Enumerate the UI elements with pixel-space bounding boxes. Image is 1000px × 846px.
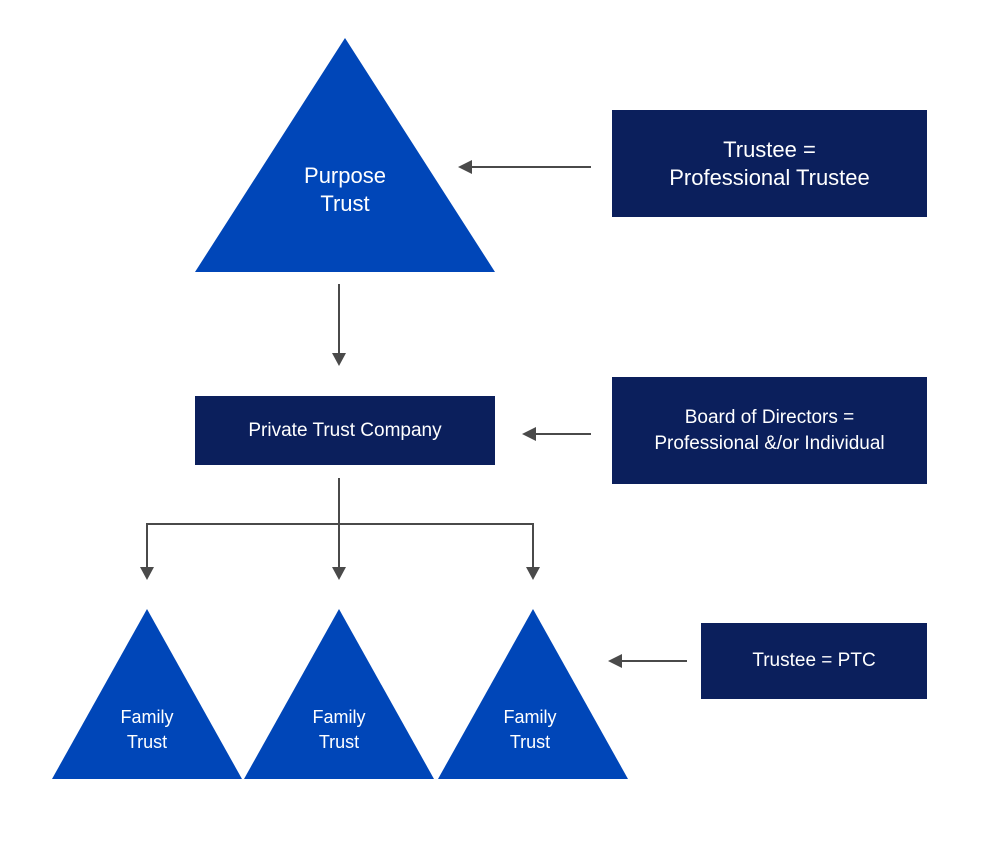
purpose-trust-label: Purpose Trust (265, 158, 425, 222)
family-trustee-box: Trustee = PTC (701, 623, 927, 699)
private-trust-company-label: Private Trust Company (248, 419, 442, 441)
family-trust-triangle-2 (244, 609, 434, 779)
arrowhead-down-3 (332, 567, 346, 580)
family-trust-triangle-1 (52, 609, 242, 779)
family-trust-1-line2: Trust (126, 732, 168, 752)
family-trust-2-line1: Family (312, 707, 366, 727)
private-trust-company-box: Private Trust Company (195, 396, 495, 465)
purpose-trust-triangle (195, 38, 495, 272)
arrowhead-left-1 (458, 160, 472, 174)
board-of-directors-box: Board of Directors = Professional &/or I… (612, 377, 927, 484)
family-trust-triangle-3 (438, 609, 628, 779)
family-trust-1-line1: Family (120, 707, 174, 727)
connector-branch (146, 523, 534, 568)
arrowhead-left-2 (522, 427, 536, 441)
arrowhead-down-1 (332, 353, 346, 366)
purpose-trust-label-line1: Purpose (304, 163, 386, 188)
family-trust-label-2: Family Trust (289, 703, 389, 757)
purpose-trustee-line1: Trustee = (723, 136, 816, 162)
board-line1: Board of Directors = (684, 406, 855, 428)
purpose-trustee-line2: Professional Trustee (669, 164, 870, 190)
family-trust-3-line2: Trust (509, 732, 551, 752)
family-trust-3-line1: Family (503, 707, 557, 727)
arrowhead-left-3 (608, 654, 622, 668)
purpose-trustee-box: Trustee = Professional Trustee (612, 110, 927, 217)
arrowhead-down-2 (140, 567, 154, 580)
family-trustee-line1: Trustee = PTC (752, 650, 876, 671)
family-trust-label-1: Family Trust (97, 703, 197, 757)
purpose-trust-label-line2: Trust (320, 191, 370, 216)
board-line2: Professional &/or Individual (654, 432, 885, 454)
family-trust-label-3: Family Trust (480, 703, 580, 757)
family-trust-2-line2: Trust (318, 732, 360, 752)
arrowhead-down-4 (526, 567, 540, 580)
